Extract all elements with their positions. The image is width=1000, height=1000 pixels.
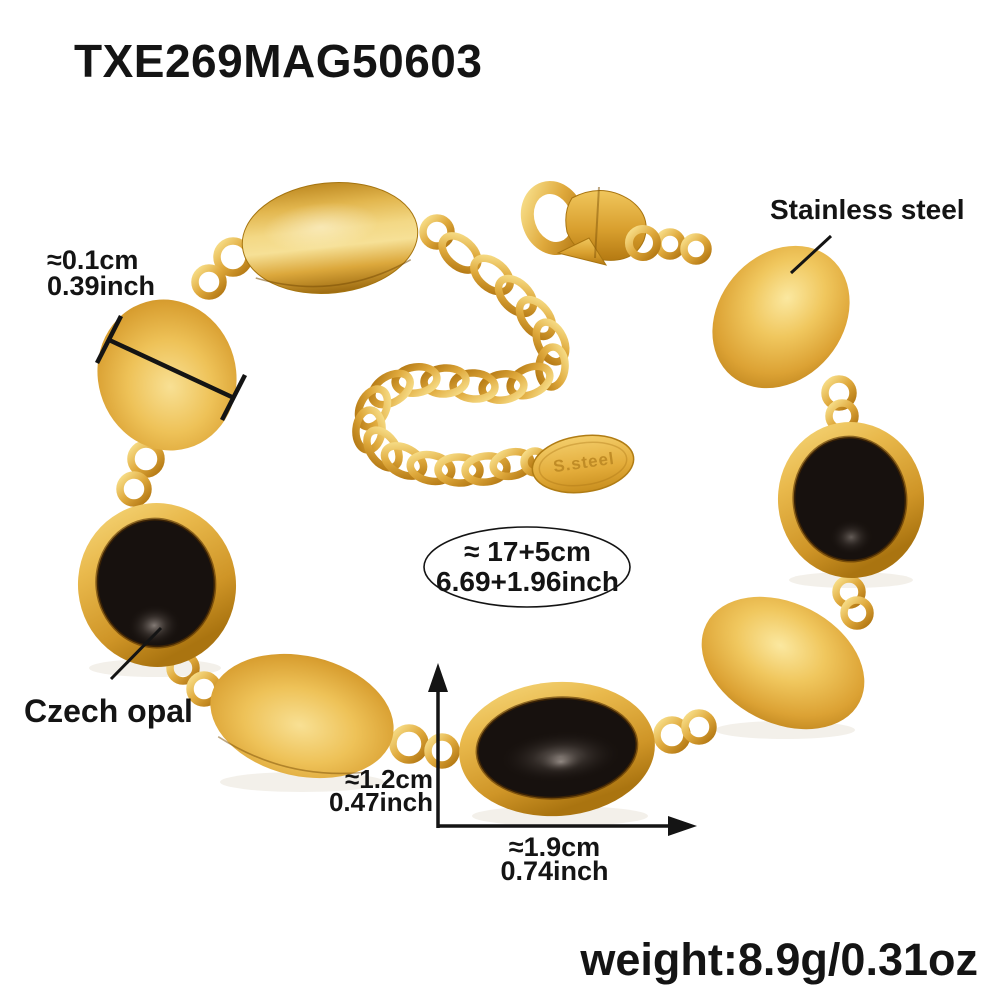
extension-chain — [352, 232, 570, 487]
height-arrow — [428, 663, 448, 828]
gold-disc-bead — [241, 182, 419, 294]
gold-bead-top-right — [712, 245, 850, 389]
czech-opal-pointer-line — [109, 626, 163, 681]
bead-dimension-inch: 0.39inch — [47, 271, 156, 301]
gold-bead-bottom-left — [210, 653, 394, 779]
steel-tag — [531, 434, 635, 494]
bead-dimension-label: ≈0.1cm 0.39inch — [47, 245, 156, 301]
opal-bead-center — [459, 681, 655, 817]
opal-bead-right — [777, 422, 925, 578]
bead-dimension-line — [94, 314, 248, 422]
annotation-graphics — [94, 234, 833, 836]
gold-bead-left — [97, 299, 237, 451]
connector-rings — [116, 214, 874, 769]
bead-dimension-cm: ≈0.1cm — [47, 245, 139, 275]
lobster-clasp — [520, 181, 661, 266]
stone-width-label: ≈1.9cm 0.74inch — [462, 832, 647, 886]
bracelet-length-label: ≈ 17+5cm 6.69+1.96inch — [420, 537, 635, 597]
product-sku: TXE269MAG50603 — [74, 35, 483, 87]
stone-width-cm: ≈1.9cm — [508, 832, 601, 862]
stone-height-label: ≈1.2cm 0.47inch — [300, 764, 433, 817]
stainless-pointer-line — [789, 234, 833, 275]
length-oval-outline — [423, 526, 631, 608]
bracelet-length-cm: ≈ 17+5cm — [464, 536, 591, 567]
stone-height-cm: ≈1.2cm — [345, 764, 433, 794]
bracelet-length-inch: 6.69+1.96inch — [436, 566, 619, 597]
opal-bead-left — [77, 503, 237, 667]
width-arrow — [438, 816, 697, 836]
stone-width-inch: 0.74inch — [500, 856, 609, 886]
bead-shadows — [89, 572, 913, 826]
gold-bead-bottom-right — [701, 596, 865, 730]
stone-label: Czech opal — [24, 693, 193, 729]
stone-height-inch: 0.47inch — [328, 787, 433, 817]
material-label: Stainless steel — [770, 194, 965, 225]
weight-label: weight:8.9g/0.31oz — [580, 934, 978, 985]
